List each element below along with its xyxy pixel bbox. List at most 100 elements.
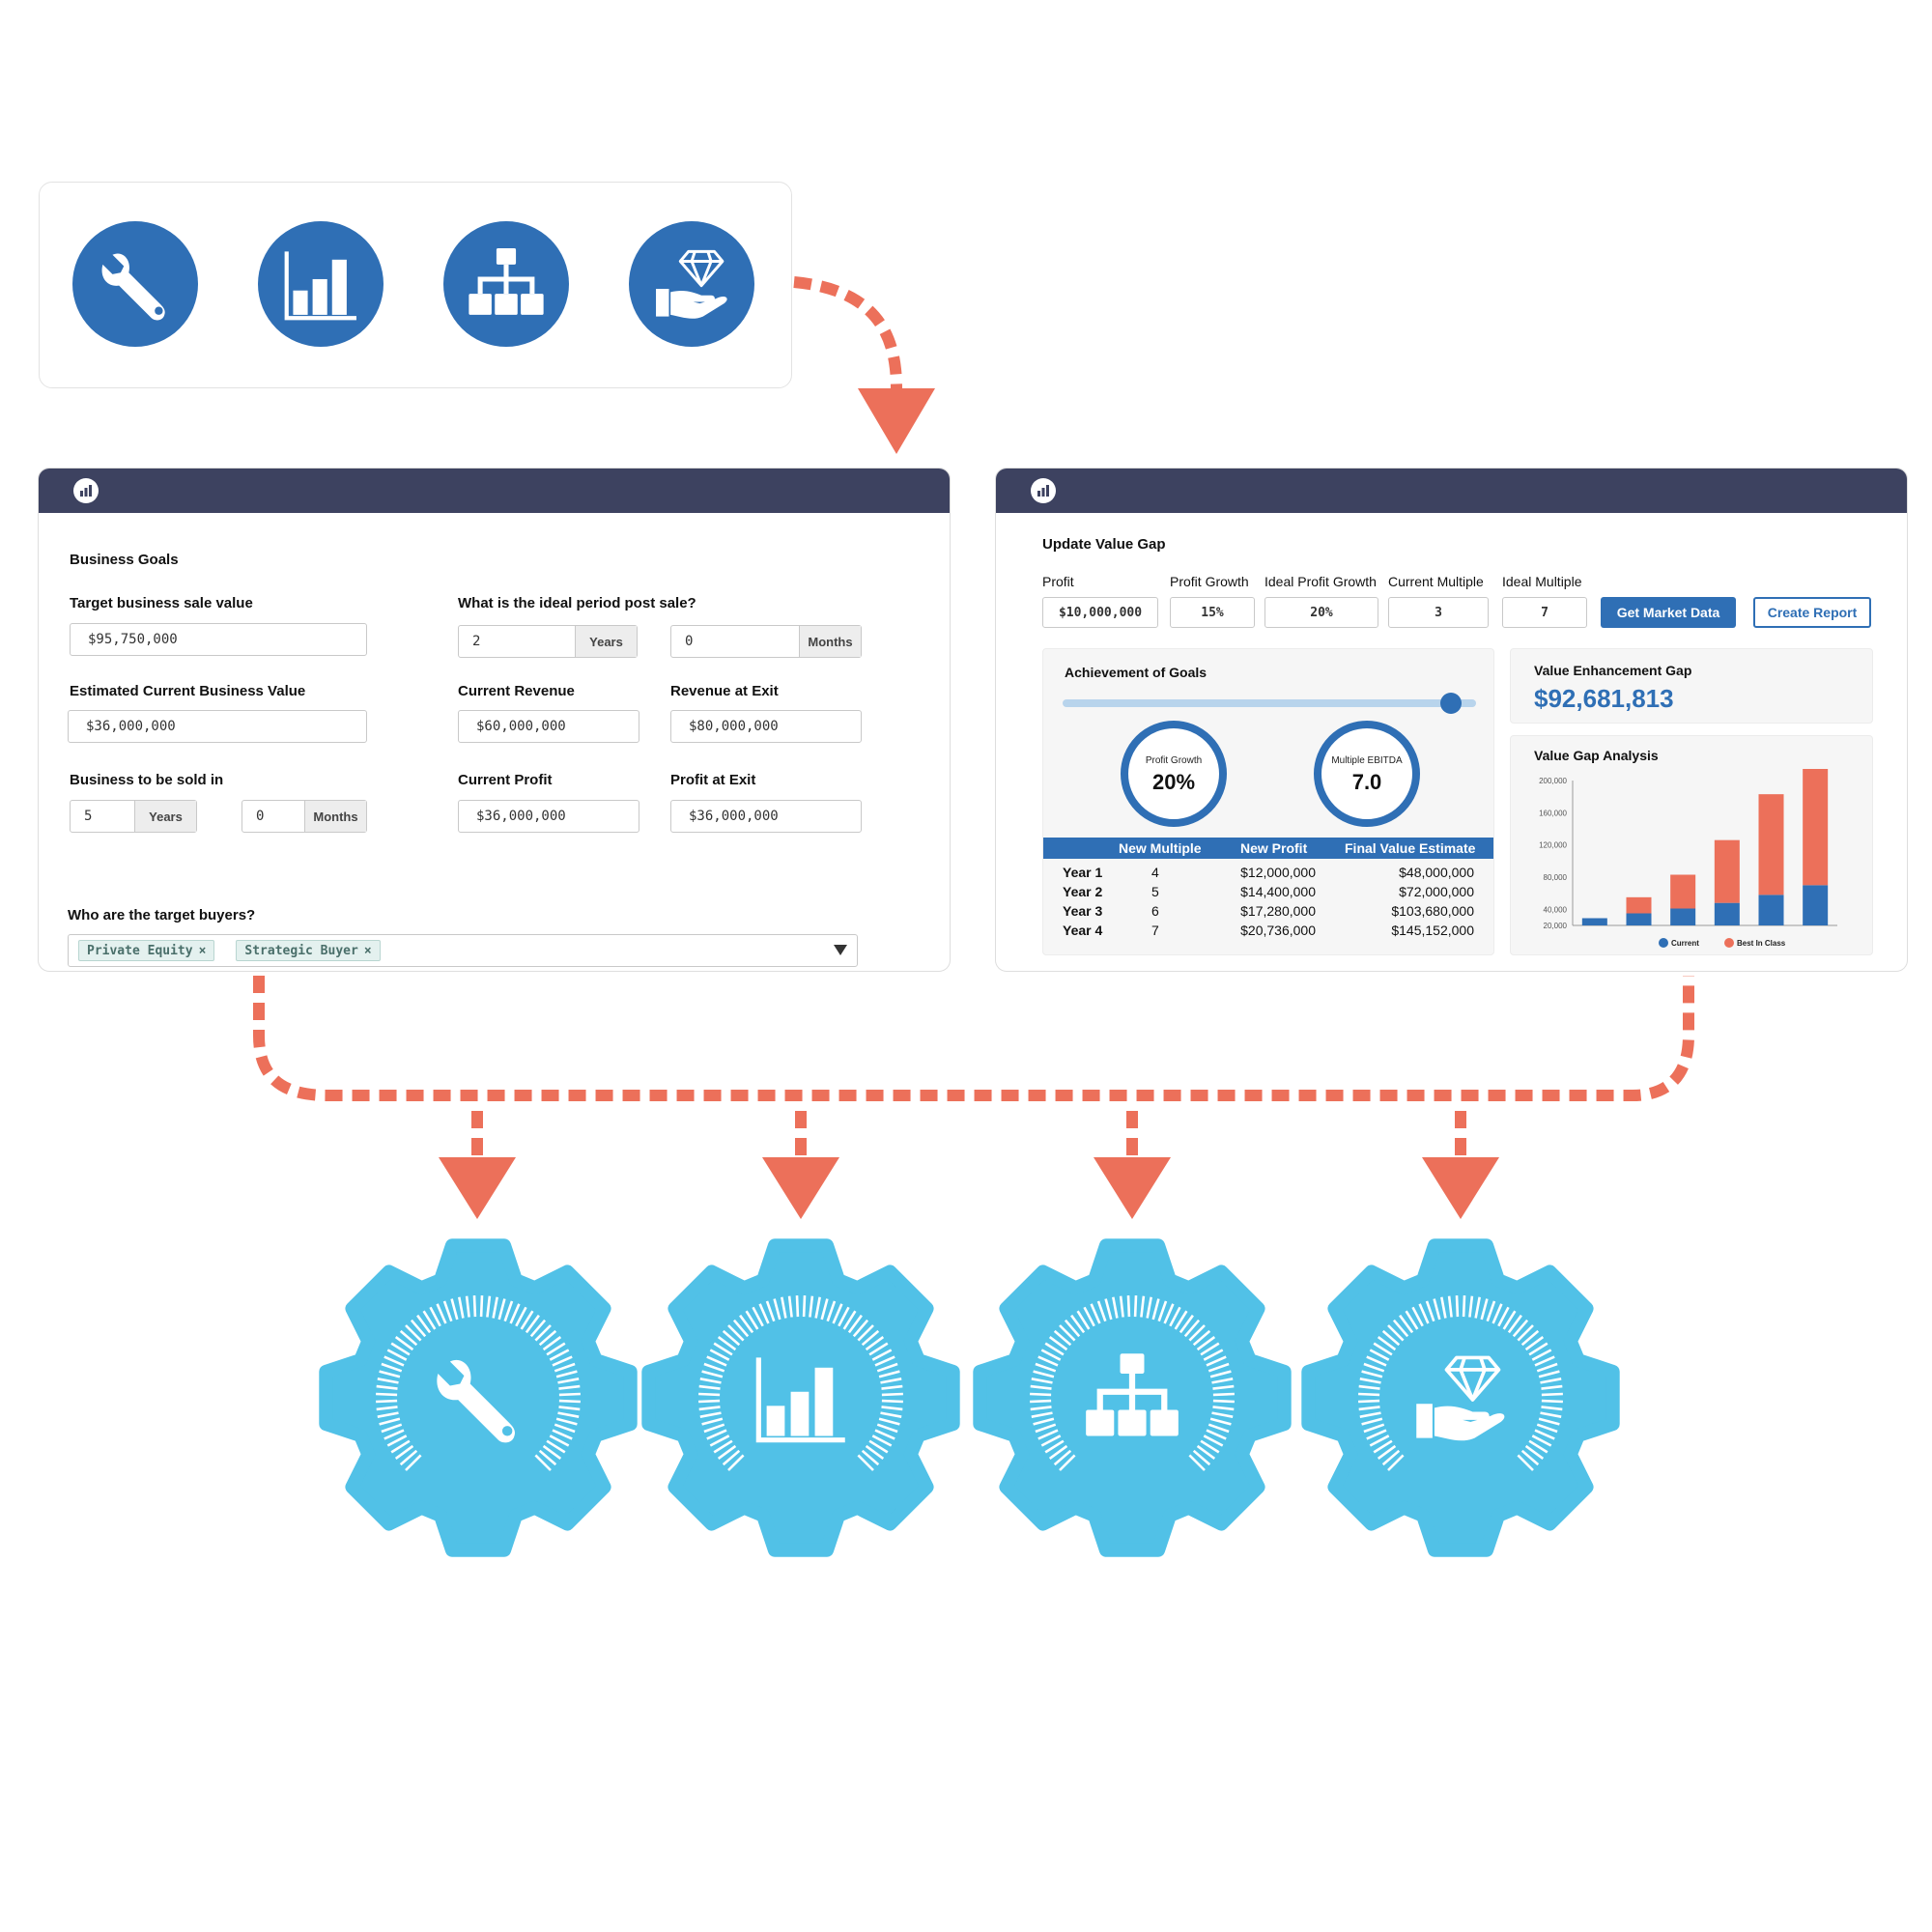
value-gap-analysis-card: Value Gap Analysis 200,000 160,000 120,000… — [1510, 735, 1873, 955]
create-report-button[interactable]: Create Report — [1753, 597, 1871, 628]
value-gap-chart: 200,000 160,000 120,000 80,000 40,000 20,000C… — [1539, 769, 1837, 948]
analysis-title: Value Gap Analysis — [1534, 748, 1659, 763]
profit-label: Profit — [1042, 574, 1074, 589]
multiple-ebitda-gauge: Multiple EBITDA 7.0 — [1314, 721, 1420, 827]
panel-header — [996, 469, 1907, 513]
bar-best-in-class — [1670, 874, 1696, 909]
current-multiple-input[interactable]: 3 — [1388, 597, 1489, 628]
legend-current-marker — [1659, 938, 1668, 948]
org-chart-icon — [973, 1238, 1292, 1557]
profit-exit-label: Profit at Exit — [670, 772, 756, 788]
buyer-tag: Private Equity× — [78, 940, 215, 961]
gear-badge — [1301, 1238, 1620, 1557]
gear-tick-ring — [1358, 1295, 1563, 1471]
bar-best-in-class — [1714, 839, 1740, 903]
bar-current — [1803, 885, 1829, 925]
profit-input[interactable]: $10,000,000 — [1042, 597, 1158, 628]
y-tick-label: 160,000 — [1539, 809, 1567, 817]
buyer-tag: Strategic Buyer× — [236, 940, 381, 961]
y-tick-label: 40,000 — [1544, 905, 1568, 914]
arrowhead-2 — [762, 1157, 839, 1219]
section-title: Business Goals — [70, 552, 179, 568]
profit-exit-input[interactable]: $36,000,000 — [670, 800, 862, 833]
diamond-hand-icon — [629, 221, 754, 347]
app-logo-icon — [73, 478, 99, 503]
goal-slider-thumb[interactable] — [1440, 693, 1463, 714]
y-tick-label: 120,000 — [1539, 841, 1567, 850]
table-row: Year 4 7 $20,736,000 $145,152,000 — [1063, 923, 1474, 938]
current-profit-input[interactable]: $36,000,000 — [458, 800, 639, 833]
buyers-label: Who are the target buyers? — [68, 907, 256, 923]
bar-current — [1626, 913, 1652, 925]
current-revenue-label: Current Revenue — [458, 683, 575, 699]
ideal-period-months-input[interactable]: 0 Months — [670, 625, 862, 658]
wrench-icon — [72, 221, 198, 347]
bar-chart-icon — [258, 221, 384, 347]
section-title: Update Value Gap — [1042, 536, 1166, 553]
current-multiple-label: Current Multiple — [1388, 574, 1484, 589]
target-sale-label: Target business sale value — [70, 595, 253, 611]
gap-title: Value Enhancement Gap — [1534, 663, 1692, 678]
feature-icon-strip — [39, 182, 792, 388]
profit-growth-label: Profit Growth — [1170, 574, 1249, 589]
remove-tag-icon[interactable]: × — [363, 943, 372, 958]
bar-best-in-class — [1803, 769, 1829, 886]
arrowhead-top — [858, 388, 935, 454]
panel-header — [39, 469, 950, 513]
app-logo-icon — [1031, 478, 1056, 503]
arrow-left-path — [253, 976, 1694, 1101]
dropdown-caret-icon[interactable] — [834, 945, 847, 955]
ideal-period-years-input[interactable]: 2 Years — [458, 625, 638, 658]
table-row: Year 2 5 $14,400,000 $72,000,000 — [1063, 884, 1474, 899]
y-tick-label: 80,000 — [1544, 873, 1568, 882]
table-row: Year 3 6 $17,280,000 $103,680,000 — [1063, 903, 1474, 919]
sold-in-months-input[interactable]: 0 Months — [242, 800, 367, 833]
ideal-growth-input[interactable]: 20% — [1264, 597, 1378, 628]
bar-chart-icon — [641, 1238, 960, 1557]
bar-best-in-class — [1758, 794, 1784, 895]
current-revenue-input[interactable]: $60,000,000 — [458, 710, 639, 743]
bar-current — [1581, 918, 1607, 925]
sold-in-label: Business to be sold in — [70, 772, 224, 788]
diamond-hand-icon — [1301, 1238, 1620, 1557]
current-profit-label: Current Profit — [458, 772, 553, 788]
revenue-exit-input[interactable]: $80,000,000 — [670, 710, 862, 743]
projection-table: New Multiple New Profit Final Value Esti… — [1043, 838, 1493, 942]
value-gap-panel: Update Value Gap Profit $10,000,000 Prof… — [995, 468, 1908, 972]
target-sale-input[interactable]: $95,750,000 — [70, 623, 367, 656]
legend-current-label: Current — [1671, 939, 1699, 948]
bar-current — [1670, 908, 1696, 925]
gap-value: $92,681,813 — [1534, 684, 1674, 713]
goal-slider-track[interactable] — [1063, 699, 1476, 707]
ideal-multiple-input[interactable]: 7 — [1502, 597, 1587, 628]
achievement-card: Achievement of Goals Profit Growth 20% M… — [1042, 648, 1494, 955]
bar-current — [1758, 895, 1784, 925]
ideal-period-label: What is the ideal period post sale? — [458, 595, 696, 611]
table-row: Year 1 4 $12,000,000 $48,000,000 — [1063, 865, 1474, 880]
ideal-multiple-label: Ideal Multiple — [1502, 574, 1582, 589]
gear-tick-ring — [698, 1295, 903, 1471]
buyers-multiselect[interactable]: Private Equity× Strategic Buyer× — [68, 934, 858, 967]
gear-badge — [319, 1238, 638, 1557]
y-tick-label: 200,000 — [1539, 777, 1567, 785]
current-value-input[interactable]: $36,000,000 — [68, 710, 367, 743]
table-header: New Multiple New Profit Final Value Esti… — [1043, 838, 1493, 859]
remove-tag-icon[interactable]: × — [198, 943, 207, 958]
y-tick-label: 20,000 — [1544, 922, 1568, 930]
get-market-data-button[interactable]: Get Market Data — [1601, 597, 1736, 628]
achievement-title: Achievement of Goals — [1065, 665, 1208, 680]
gear-tick-ring — [1030, 1295, 1235, 1471]
arrowhead-4 — [1422, 1157, 1499, 1219]
business-goals-panel: Business Goals Target business sale valu… — [38, 468, 951, 972]
gear-badge — [973, 1238, 1292, 1557]
arrowhead-3 — [1094, 1157, 1171, 1219]
value-gap-card: Value Enhancement Gap $92,681,813 — [1510, 648, 1873, 724]
ideal-growth-label: Ideal Profit Growth — [1264, 574, 1377, 589]
arrowhead-1 — [439, 1157, 516, 1219]
sold-in-years-input[interactable]: 5 Years — [70, 800, 197, 833]
profit-growth-gauge: Profit Growth 20% — [1121, 721, 1227, 827]
profit-growth-input[interactable]: 15% — [1170, 597, 1255, 628]
org-chart-icon — [443, 221, 569, 347]
revenue-exit-label: Revenue at Exit — [670, 683, 779, 699]
